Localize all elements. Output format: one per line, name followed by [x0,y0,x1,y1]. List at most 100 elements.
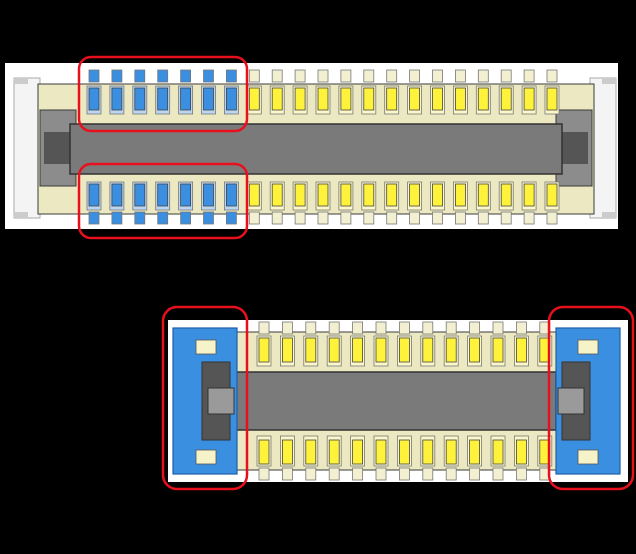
top-row-pin [88,87,100,111]
bottom-row-pin [111,183,123,207]
top-row-pin-tail [134,69,146,83]
bottom-row-pin [294,183,306,207]
bottom-row-pin [445,439,457,465]
top-row-pin-tail [352,321,364,335]
top-row-pin [546,87,558,111]
highlight-outline-right-end-cap [547,305,635,491]
top-row-pin [258,337,270,363]
top-row-pin-tail [500,69,512,83]
top-row-pin [492,337,504,363]
top-row-pin-tail [340,69,352,83]
top-row-pin [180,87,192,111]
top-row-pin-tail [546,69,558,83]
left-end-cap-latch-window [207,387,235,415]
top-row-pin [386,87,398,111]
highlight-outline-bottom-left-pins [77,162,249,240]
bottom-row-pin [398,439,410,465]
right-end-bracket-tab [602,212,616,218]
bottom-row-pin-tail [409,211,421,225]
bottom-row-pin-tail [281,467,293,481]
top-row-pin [203,87,214,111]
top-row-pin [516,337,527,363]
top-row-pin [398,337,410,363]
top-row-pin-tail [375,321,387,335]
bottom-center-body [235,371,557,431]
top-row-pin-tail [363,69,375,83]
bottom-row-pin-tail [248,211,260,225]
bottom-row-pin [305,439,317,465]
top-row-pin [225,87,237,111]
bottom-row-pin [516,439,527,465]
top-row-pin [422,337,434,363]
top-row-pin-tail [492,321,504,335]
bottom-row-pin-tail [317,211,329,225]
top-connector [5,55,618,240]
top-row-pin [271,87,283,111]
bottom-row-pin-tail [352,467,364,481]
top-row-pin [523,87,535,111]
bottom-row-pin [546,183,558,207]
bottom-row-pin [469,439,481,465]
top-row-pin-tail [281,321,293,335]
bottom-row-pin-tail [180,211,192,225]
top-row-pin-tail [258,321,270,335]
bottom-row-pin [88,183,100,207]
bottom-row-pin-tail [477,211,489,225]
top-row-pin [248,87,260,111]
bottom-row-pin-tail [340,211,352,225]
top-row-pin-tail [271,69,283,83]
bottom-row-pin-tail [203,211,214,225]
top-row-pin-tail [248,69,260,83]
bottom-connector [161,305,635,491]
bottom-row-pin [225,183,237,207]
bottom-row-pin-tail [398,467,410,481]
bottom-row-pin [477,183,489,207]
highlight-outline-top-left-pins [77,55,249,133]
top-row-pin [281,337,293,363]
top-row-pin-tail [445,321,457,335]
bottom-row-pin [157,183,169,207]
top-row-pin [500,87,512,111]
top-row-pin-tail [111,69,123,83]
top-row-pin [317,87,329,111]
bottom-row-pin [281,439,293,465]
bottom-row-pin [271,183,283,207]
top-row-pin [305,337,317,363]
bottom-row-pin-tail [305,467,317,481]
top-row-pin [294,87,306,111]
left-end-bracket [13,77,41,219]
bottom-row-pin-tail [432,211,443,225]
bottom-row-pin [523,183,535,207]
bottom-row-pin-tail [454,211,466,225]
bottom-row-pin-tail [271,211,283,225]
bottom-row-pin [340,183,352,207]
bottom-row-pin [258,439,270,465]
bottom-row-pin-tail [492,467,504,481]
top-row-pin-tail [454,69,466,83]
top-row-pin [157,87,169,111]
bottom-row-pin [352,439,364,465]
left-end-cap-contact [195,339,217,355]
top-row-pin [111,87,123,111]
bottom-row-pin-tail [375,467,387,481]
bottom-row-pin-tail [469,467,481,481]
top-row-pin [352,337,364,363]
top-row-pin [445,337,457,363]
bottom-row-pin-tail [386,211,398,225]
bottom-row-pin-tail [445,467,457,481]
top-row-pin-tail [88,69,100,83]
top-row-pin-tail [203,69,214,83]
bottom-row-pin [492,439,504,465]
bottom-row-pin-tail [500,211,512,225]
top-row-pin-tail [294,69,306,83]
top-row-pin [409,87,421,111]
top-row-pin [375,337,387,363]
right-end-cap-latch-window [557,387,585,415]
bottom-row-pin-tail [88,211,100,225]
bottom-row-pin-tail [258,467,270,481]
left-end-cap-contact [195,449,217,465]
bottom-row-pin-tail [134,211,146,225]
top-row-pin-tail [432,69,443,83]
top-row-pin-tail [409,69,421,83]
